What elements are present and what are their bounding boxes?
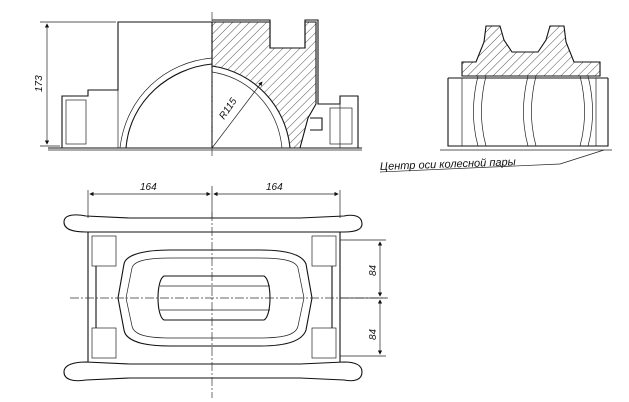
dim-height-label: 173 [34,75,45,92]
dim-gap-top-label: 84 [368,264,379,276]
dim-radius-label: R115 [217,96,239,122]
axle-center-note: Центр оси колесной пары [380,156,516,173]
dim-width-right-label: 164 [266,182,283,193]
plan-view: 164 164 84 84 [63,182,388,398]
side-view-half-section: R115 173 [34,12,362,156]
end-view-section: Центр оси колесной пары [380,25,612,173]
dim-gap-bottom-label: 84 [368,328,379,340]
dim-width-left-label: 164 [140,182,157,193]
